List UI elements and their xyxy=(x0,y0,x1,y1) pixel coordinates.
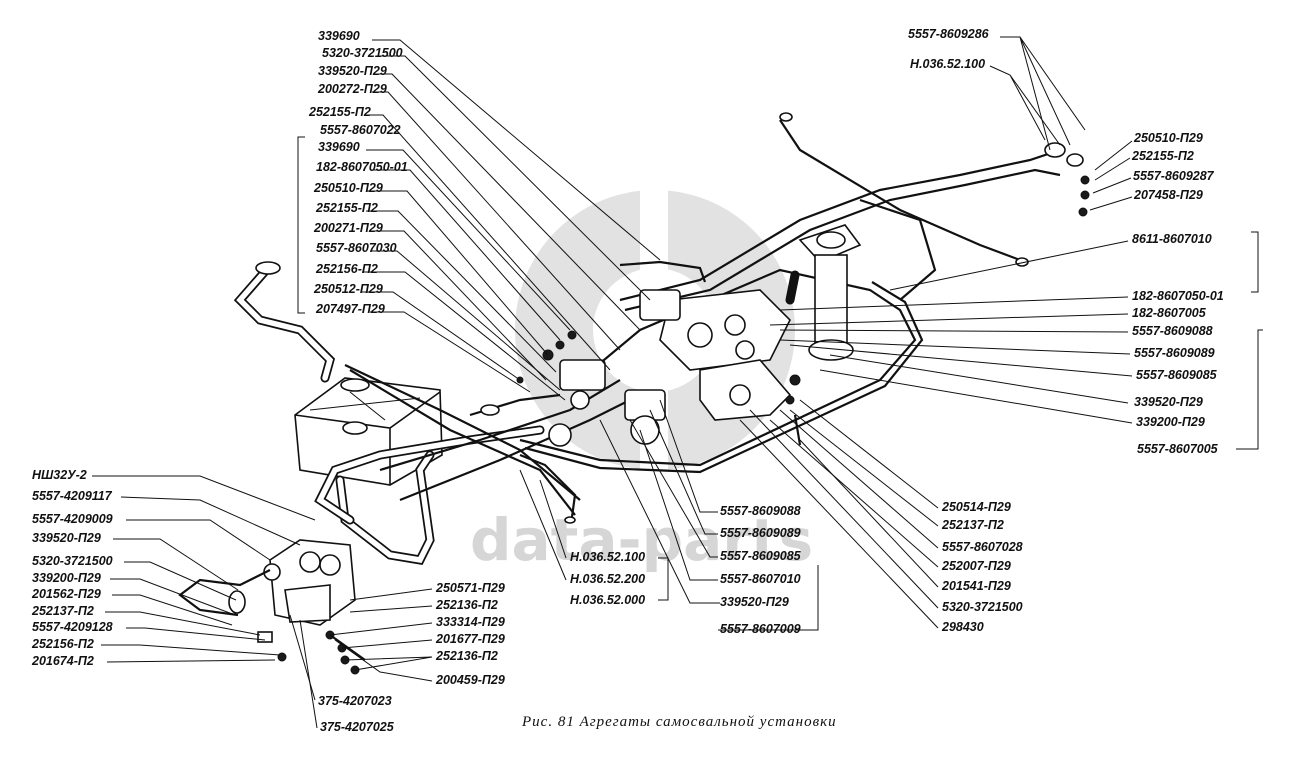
labels-bottom-left-b: 375-4207023 375-4207025 xyxy=(318,694,395,734)
label: Н.036.52.100 xyxy=(910,57,985,71)
label: 5320-3721500 xyxy=(942,600,1023,614)
label: 252155-П2 xyxy=(315,201,378,215)
label: НШ32У-2 xyxy=(32,468,87,482)
label: 5557-8607009 xyxy=(720,622,801,636)
assembly-drawing xyxy=(178,112,1090,675)
leader-lines xyxy=(92,36,1263,729)
watermark-text: data-parts xyxy=(470,506,813,574)
labels-bottom-right-col1: 5557-8609088 5557-8609089 5557-8609085 5… xyxy=(720,504,802,636)
pump-assembly xyxy=(178,539,366,675)
label: 200272-П29 xyxy=(317,82,387,96)
label: 201541-П29 xyxy=(941,579,1011,593)
label: 5557-8609088 xyxy=(720,504,801,518)
valve-block xyxy=(659,289,802,446)
label: 339520-П29 xyxy=(720,595,789,609)
label: 252136-П2 xyxy=(435,649,498,663)
label: 339690 xyxy=(318,140,360,154)
label: 5557-8609089 xyxy=(720,526,801,540)
labels-bottom-mid: 250571-П29 252136-П2 333314-П29 201677-П… xyxy=(435,581,505,687)
label: 5557-8607030 xyxy=(316,241,397,255)
label: 252007-П29 xyxy=(941,559,1011,573)
label: 252156-П2 xyxy=(31,637,94,651)
handle-lever xyxy=(233,261,336,383)
label: 5557-8609085 xyxy=(1136,368,1218,382)
label: 333314-П29 xyxy=(436,615,505,629)
labels-top-left: 339690 5320-3721500 339520-П29 200272-П2… xyxy=(308,29,403,137)
label: 375-4207023 xyxy=(318,694,392,708)
label: 339520-П29 xyxy=(32,531,101,545)
label: 375-4207025 xyxy=(320,720,395,734)
label: 5557-8609287 xyxy=(1133,169,1215,183)
label: 5557-8609286 xyxy=(908,27,990,41)
label: 201674-П2 xyxy=(31,654,94,668)
label: 252155-П2 xyxy=(1131,149,1194,163)
label: 339200-П29 xyxy=(1136,415,1205,429)
labels-right-small: 250510-П29 252155-П2 5557-8609287 207458… xyxy=(1131,131,1215,202)
label: 8611-8607010 xyxy=(1132,232,1212,246)
figure-caption: Рис. 81 Агрегаты самосвальной установки xyxy=(521,714,837,730)
labels-left-group: 339690 182-8607050-01 250510-П29 252155-… xyxy=(313,140,408,316)
label: 252136-П2 xyxy=(435,598,498,612)
label: 5557-4209009 xyxy=(32,512,113,526)
label: 339520-П29 xyxy=(1134,395,1203,409)
label: 5320-3721500 xyxy=(32,554,113,568)
label: 5557-4209117 xyxy=(32,489,113,503)
label: 252156-П2 xyxy=(315,262,378,276)
label: 5557-8607022 xyxy=(320,123,401,137)
label: 250510-П29 xyxy=(313,181,383,195)
label: 182-8607005 xyxy=(1132,306,1207,320)
label: Н.036.52.200 xyxy=(570,572,645,586)
label: 339690 xyxy=(318,29,360,43)
label: 5557-8609088 xyxy=(1132,324,1213,338)
label: 250512-П29 xyxy=(313,282,383,296)
label: Н.036.52.100 xyxy=(570,550,645,564)
labels-bottom-center: Н.036.52.100 Н.036.52.200 Н.036.52.000 xyxy=(570,550,645,607)
label: 5557-8607028 xyxy=(942,540,1023,554)
label: 207458-П29 xyxy=(1133,188,1203,202)
label: Н.036.52.000 xyxy=(570,593,645,607)
label: 298430 xyxy=(941,620,984,634)
label: 5557-8607005 xyxy=(1137,442,1219,456)
label: 250514-П29 xyxy=(941,500,1011,514)
label: 200271-П29 xyxy=(313,221,383,235)
label: 252137-П2 xyxy=(941,518,1004,532)
label: 182-8607050-01 xyxy=(316,160,408,174)
label: 339520-П29 xyxy=(318,64,387,78)
label: 5557-8609089 xyxy=(1134,346,1215,360)
label: 5320-3721500 xyxy=(322,46,403,60)
labels-right: 8611-8607010 182-8607050-01 182-8607005 … xyxy=(1132,232,1224,456)
labels-top-right: 5557-8609286 Н.036.52.100 xyxy=(908,27,990,71)
label: 5557-8607010 xyxy=(720,572,801,586)
labels-bottom-left: НШ32У-2 5557-4209117 5557-4209009 339520… xyxy=(31,468,113,668)
label: 339200-П29 xyxy=(32,571,101,585)
label: 207497-П29 xyxy=(315,302,385,316)
label: 200459-П29 xyxy=(435,673,505,687)
label: 201562-П29 xyxy=(31,587,101,601)
lift-column xyxy=(785,224,862,361)
label: 5557-8609085 xyxy=(720,549,802,563)
label: 250510-П29 xyxy=(1133,131,1203,145)
label: 182-8607050-01 xyxy=(1132,289,1224,303)
label: 5557-4209128 xyxy=(32,620,113,634)
label: 252137-П2 xyxy=(31,604,94,618)
label: 201677-П29 xyxy=(435,632,505,646)
label: 252155-П2 xyxy=(308,105,371,119)
labels-bottom-right-col2: 250514-П29 252137-П2 5557-8607028 252007… xyxy=(941,500,1023,634)
label: 250571-П29 xyxy=(435,581,505,595)
small-valves xyxy=(480,260,707,524)
